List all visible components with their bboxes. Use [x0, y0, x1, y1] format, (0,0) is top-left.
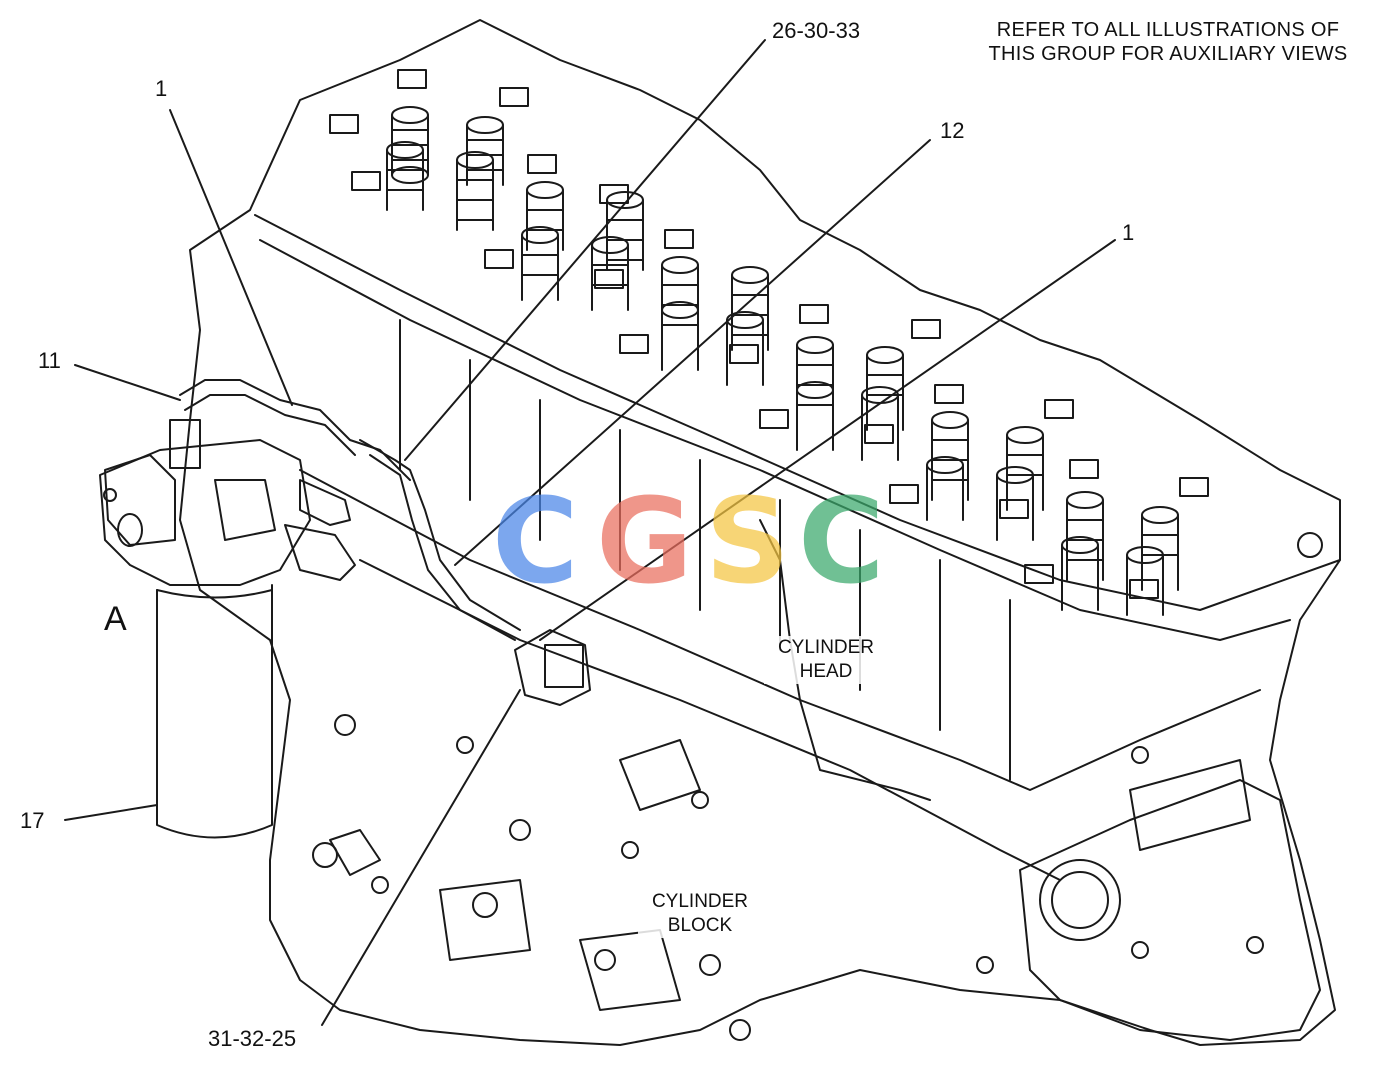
- cylinder-head-line-1: CYLINDER: [777, 637, 875, 658]
- watermark-letter-c1: C: [492, 472, 579, 610]
- head-bolts: [329, 69, 1209, 599]
- cylinder-block-label: CYLINDER BLOCK: [638, 890, 762, 938]
- callout-26-30-33: 26-30-33: [772, 18, 861, 43]
- cylinder-block-line-1: CYLINDER: [651, 891, 749, 912]
- watermark-letter-s: S: [705, 472, 790, 610]
- callout-31-32-25: 31-32-25: [208, 1026, 297, 1051]
- head-block-seam: [299, 469, 1261, 791]
- engine-outline: [179, 19, 1341, 1046]
- wiring-harness: [359, 439, 521, 631]
- filter-base: [99, 439, 311, 586]
- cylinder-head-line-2: HEAD: [799, 661, 853, 682]
- callout-11: 11: [38, 348, 61, 373]
- sensor-connector: [514, 629, 591, 706]
- callout-12: 12: [940, 118, 965, 143]
- callout-1-right: 1: [1122, 220, 1135, 245]
- cylinder-head-deck: [254, 214, 1341, 611]
- cylinder-block-line-2: BLOCK: [667, 915, 733, 936]
- view-label-a: A: [104, 600, 127, 638]
- watermark-letter-g: G: [596, 472, 693, 610]
- cylinder-head-label: CYLINDER HEAD: [764, 636, 888, 684]
- watermark-letter-c2: C: [798, 472, 885, 610]
- callout-1-upper: 1: [155, 76, 168, 101]
- fuel-filter-canister: [156, 584, 273, 839]
- front-housing: [1019, 779, 1321, 1041]
- note-line-1: REFER TO ALL ILLUSTRATIONS OF: [996, 19, 1340, 41]
- note-line-2: THIS GROUP FOR AUXILIARY VIEWS: [988, 43, 1348, 65]
- valve-springs: [386, 106, 1179, 616]
- callout-17: 17: [20, 808, 45, 833]
- auxiliary-views-note: REFER TO ALL ILLUSTRATIONS OF THIS GROUP…: [968, 18, 1368, 66]
